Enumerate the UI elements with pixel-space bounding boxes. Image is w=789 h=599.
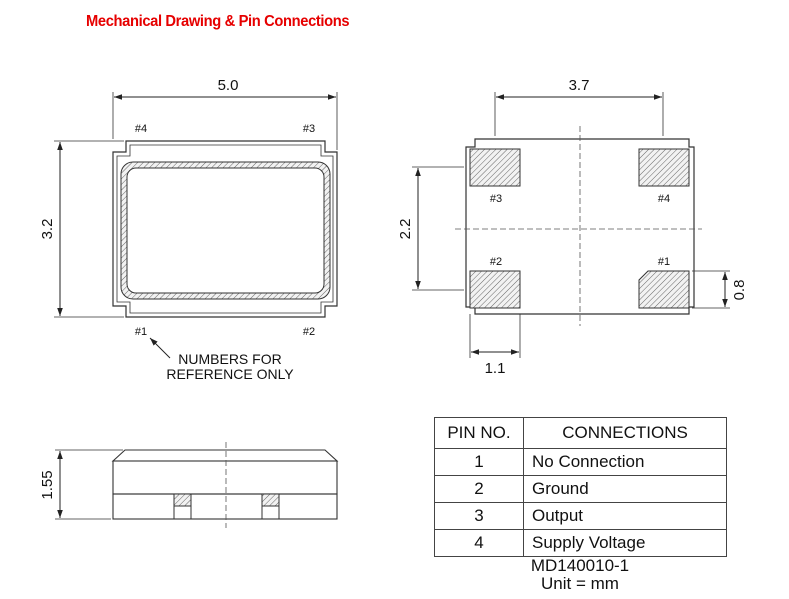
pad-3 xyxy=(469,148,521,187)
top-view xyxy=(54,92,338,359)
side-view xyxy=(55,442,339,528)
unit-note: Unit = mm xyxy=(541,574,619,593)
drawing-number-block: MD140010-1 Unit = mm xyxy=(434,557,726,593)
side-height-dim-label: 1.55 xyxy=(39,470,56,499)
pad-4 xyxy=(638,148,690,187)
top-view-inner-outline xyxy=(116,144,334,314)
bottom-pad-height-dim-label: 0.8 xyxy=(731,280,748,301)
drawing-number: MD140010-1 xyxy=(530,556,630,575)
header-pin-no: PIN NO. xyxy=(434,417,524,449)
side-pad-right xyxy=(261,493,280,507)
top-view-outline xyxy=(112,140,338,318)
connection-cell: Ground xyxy=(523,475,727,503)
bottom-pin-label-4: #4 xyxy=(658,193,670,205)
connection-cell: Output xyxy=(523,502,727,530)
side-view-lid xyxy=(111,449,339,462)
pad-1 xyxy=(638,270,690,309)
pad-2 xyxy=(469,270,521,309)
bottom-pin-label-1: #1 xyxy=(658,256,670,268)
table-header-row: PIN NO. CONNECTIONS xyxy=(434,417,727,449)
note-leader xyxy=(149,337,171,359)
reference-note-line1: NUMBERS FOR xyxy=(178,351,281,367)
top-view-lid xyxy=(126,167,325,294)
bottom-pin-label-2: #2 xyxy=(490,256,502,268)
table-row: 2 Ground xyxy=(434,475,727,503)
top-pin-label-3: #3 xyxy=(303,123,315,135)
pin-connections-table: PIN NO. CONNECTIONS 1 No Connection 2 Gr… xyxy=(434,417,727,557)
table-row: 4 Supply Voltage xyxy=(434,529,727,557)
side-view-base xyxy=(112,493,338,520)
bottom-pin-label-3: #3 xyxy=(490,193,502,205)
top-pin-label-2: #2 xyxy=(303,326,315,338)
side-pad-left xyxy=(173,493,192,507)
top-height-dim-label: 3.2 xyxy=(39,219,56,240)
top-pin-label-4: #4 xyxy=(135,123,147,135)
pin-number-cell: 1 xyxy=(434,448,524,476)
connection-cell: Supply Voltage xyxy=(523,529,727,557)
top-pin-label-1: #1 xyxy=(135,326,147,338)
bottom-height-dim-label: 2.2 xyxy=(397,219,414,240)
side-view-body xyxy=(112,460,338,495)
table-row: 3 Output xyxy=(434,502,727,530)
bottom-width-dim-label: 3.7 xyxy=(569,77,590,94)
table-row: 1 No Connection xyxy=(434,448,727,476)
header-connections: CONNECTIONS xyxy=(523,417,727,449)
pin-number-cell: 4 xyxy=(434,529,524,557)
reference-note-line2: REFERENCE ONLY xyxy=(166,366,294,382)
page-title: Mechanical Drawing & Pin Connections xyxy=(86,13,350,30)
bottom-view xyxy=(412,92,730,358)
pin-number-cell: 2 xyxy=(434,475,524,503)
bottom-view-outline xyxy=(465,138,695,315)
bottom-pad-width-dim-label: 1.1 xyxy=(485,360,506,377)
connection-cell: No Connection xyxy=(523,448,727,476)
pin-number-cell: 3 xyxy=(434,502,524,530)
top-width-dim-label: 5.0 xyxy=(218,77,239,94)
